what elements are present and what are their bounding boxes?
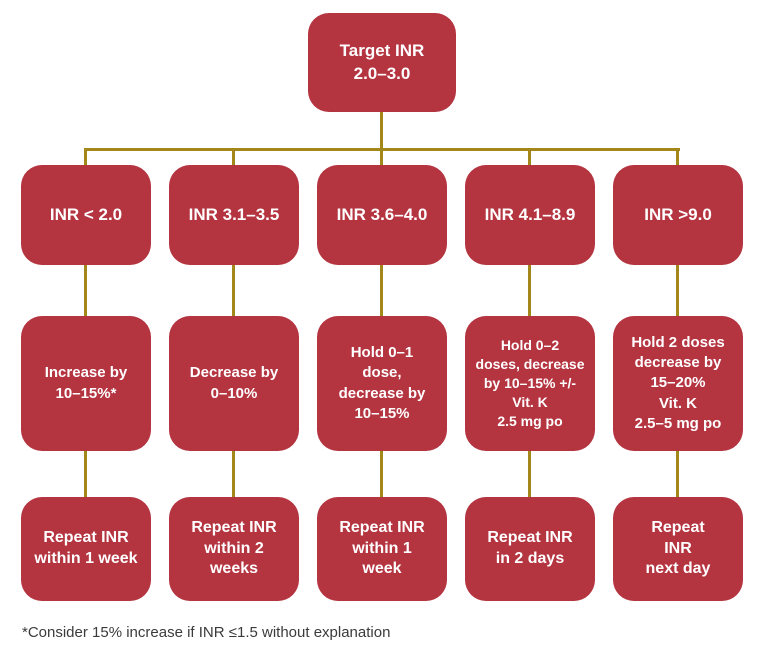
node-category-inr-below-2: INR < 2.0 <box>21 165 151 265</box>
node-followup-repeat-2-weeks: Repeat INR within 2 weeks <box>169 497 299 601</box>
node-action-increase-10-15: Increase by 10–15%* <box>21 316 151 451</box>
connector-root-stem <box>380 112 383 151</box>
node-followup-repeat-next-day: Repeat INR next day <box>613 497 743 601</box>
node-category-inr-3-6-4-0: INR 3.6–4.0 <box>317 165 447 265</box>
node-category-inr-3-1-3-5: INR 3.1–3.5 <box>169 165 299 265</box>
node-category-inr-4-1-8-9: INR 4.1–8.9 <box>465 165 595 265</box>
node-action-hold-0-2-doses: Hold 0–2 doses, decrease by 10–15% +/- V… <box>465 316 595 451</box>
node-action-hold-0-1-dose: Hold 0–1 dose, decrease by 10–15% <box>317 316 447 451</box>
node-followup-repeat-2-days: Repeat INR in 2 days <box>465 497 595 601</box>
node-category-inr-above-9: INR >9.0 <box>613 165 743 265</box>
node-followup-repeat-1-week: Repeat INR within 1 week <box>21 497 151 601</box>
node-action-hold-2-doses: Hold 2 doses decrease by 15–20% Vit. K 2… <box>613 316 743 451</box>
node-target-inr: Target INR 2.0–3.0 <box>308 13 456 112</box>
node-action-decrease-0-10: Decrease by 0–10% <box>169 316 299 451</box>
footnote: *Consider 15% increase if INR ≤1.5 witho… <box>22 624 391 641</box>
node-followup-repeat-1-week-b: Repeat INR within 1 week <box>317 497 447 601</box>
